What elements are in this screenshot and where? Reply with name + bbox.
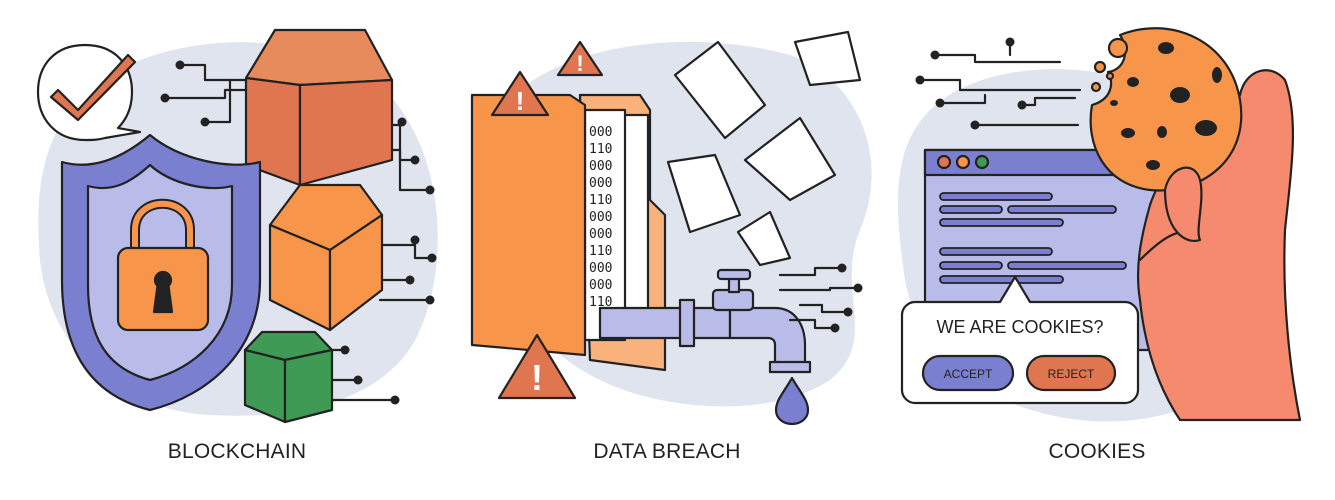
- flying-papers: [666, 30, 862, 267]
- orange-cube-medium: [268, 183, 384, 332]
- checkmark-icon: [49, 53, 137, 122]
- document-sheets: [583, 108, 650, 342]
- binary-line: 000: [589, 261, 612, 276]
- circuit-lines: [918, 40, 1082, 127]
- binary-data-text: 000 110 000 000 110 000 000 110 000 000 …: [589, 125, 612, 310]
- cookies-illustration: WE ARE COOKIES? ACCEPT REJECT: [897, 27, 1302, 422]
- check-speech-bubble: [36, 43, 142, 142]
- window-close-dot: [936, 154, 952, 170]
- caption-blockchain: BLOCKCHAIN: [167, 440, 307, 463]
- binary-line: 000: [589, 210, 612, 225]
- circuit-nodes: [915, 37, 1027, 130]
- content-placeholder-lines: [939, 192, 1127, 284]
- cookie-icon: [1089, 27, 1243, 192]
- chocolate-chips: [1110, 42, 1222, 170]
- binary-line: 110: [589, 193, 612, 208]
- binary-line: 000: [589, 159, 612, 174]
- data-breach-illustration: 000 110 000 000 110 000 000 110 000 000 …: [470, 30, 872, 426]
- accept-button[interactable]: [921, 354, 1015, 392]
- warning-symbols: ! ! !: [516, 51, 584, 398]
- water-drop-icon: [774, 376, 810, 426]
- dialog-title: WE ARE COOKIES?: [936, 317, 1103, 337]
- window-minimize-dot: [955, 154, 971, 170]
- cookie-consent-dialog: [900, 275, 1140, 405]
- binary-line: 110: [589, 295, 612, 310]
- binary-line: 000: [589, 176, 612, 191]
- binary-line: 110: [589, 142, 612, 157]
- padlock-icon: [116, 198, 210, 332]
- water-pipe: [598, 268, 812, 374]
- warning-triangle-icon: [556, 40, 604, 77]
- green-cube: [243, 330, 334, 424]
- reject-button[interactable]: [1025, 354, 1117, 392]
- reject-button-label[interactable]: REJECT: [1048, 367, 1095, 381]
- circuit-lines: [163, 63, 434, 402]
- binary-line: 110: [589, 244, 612, 259]
- circuit-lines: [778, 266, 860, 330]
- warning-symbol: !: [516, 86, 525, 116]
- folder-icon: [470, 93, 587, 357]
- blockchain-illustration: [36, 28, 438, 424]
- binary-line: 000: [589, 227, 612, 242]
- warning-triangle-icon: [497, 333, 577, 400]
- warning-symbol: !: [576, 51, 583, 76]
- circuit-nodes: [830, 263, 863, 333]
- orange-cube-large: [244, 28, 394, 187]
- warning-symbol: !: [531, 357, 543, 398]
- window-maximize-dot: [974, 154, 990, 170]
- binary-line: 000: [589, 125, 612, 140]
- caption-data-breach: DATA BREACH: [593, 440, 741, 463]
- accept-button-label[interactable]: ACCEPT: [944, 367, 993, 381]
- circuit-nodes: [160, 60, 437, 405]
- binary-line: 000: [589, 278, 612, 293]
- warning-triangle-icon: [490, 70, 550, 117]
- caption-cookies: COOKIES: [1048, 440, 1146, 463]
- thumb: [1163, 166, 1203, 243]
